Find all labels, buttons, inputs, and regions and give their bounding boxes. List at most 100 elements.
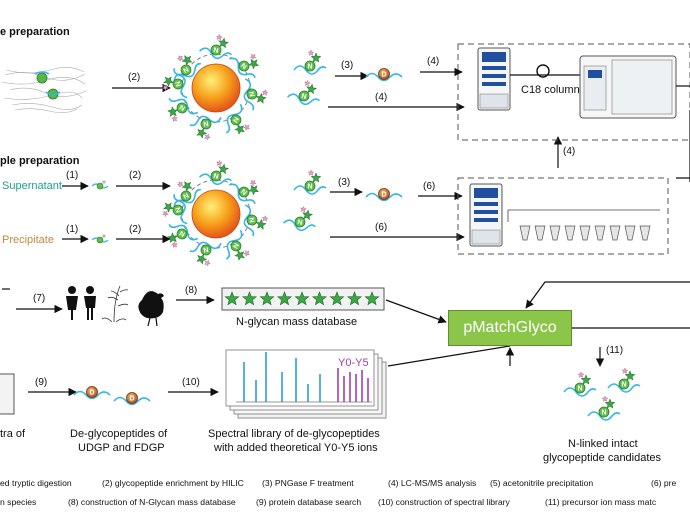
legend-row1-item3: (3) PNGase F treatment — [262, 478, 354, 488]
legend-row2-item2: (8) construction of N-Glycan mass databa… — [68, 497, 236, 507]
enrichment-bead-top-glycopeptide: N — [228, 53, 259, 79]
candidate-glycopeptide-1: N — [563, 371, 597, 397]
speclib-label-line1: Spectral library of de-glycopeptides — [208, 428, 380, 440]
enrichment-bead-mid-glycopeptide: N — [199, 159, 232, 186]
step-label-3-top: (3) — [341, 60, 354, 71]
deglycopeptide-top: D — [365, 68, 403, 82]
legend-row1-item6: (6) pre — [651, 478, 677, 488]
svg-text:N: N — [179, 103, 187, 112]
enrichment-bead-mid-glycopeptide: N — [243, 204, 269, 237]
step-label-4-up: (4) — [563, 146, 576, 157]
legend-row2-item1: n species — [0, 497, 37, 507]
enrichment-bead-top-glycopeptide: N — [243, 78, 269, 111]
step-label-2-top: (2) — [128, 72, 141, 83]
mid-section-heading: ple preparation — [0, 155, 80, 167]
svg-text:N: N — [213, 173, 219, 181]
legend-row1-item5: (5) acetonitrile precipitation — [490, 478, 594, 488]
glycopeptide-top-2: N — [287, 79, 320, 106]
svg-text:D: D — [381, 72, 386, 79]
fraction-tube-icon — [639, 225, 651, 241]
step-label-9: (9) — [35, 377, 48, 388]
enrichment-bead-mid-glycopeptide: N — [167, 223, 199, 248]
tissue-bead-2 — [45, 88, 61, 100]
glycopeptide-mid-1: N — [293, 169, 327, 195]
legend-row2-item3: (9) protein database search — [256, 497, 362, 507]
fraction-tube-icon — [624, 225, 636, 241]
arrow-ms-to-pmatch — [525, 281, 690, 309]
deglycopeptide-mid: D — [365, 188, 403, 202]
glycan-star-icon — [311, 291, 328, 306]
fraction-tube-icon — [594, 225, 606, 241]
fraction-tube-icon — [609, 225, 621, 241]
fraction-tubes — [507, 209, 660, 222]
step-label-8: (8) — [185, 285, 198, 296]
glycopeptide-top-1: N — [293, 49, 327, 75]
tissue-fibers — [1, 67, 87, 113]
legend-row2-item4: (10) construction of spectral library — [378, 497, 510, 507]
fraction-tube-icon — [579, 225, 591, 241]
glycan-star-icon — [294, 291, 310, 306]
c18-column-icon — [510, 64, 580, 78]
svg-text:N: N — [621, 382, 626, 389]
glycan-star-icon — [364, 291, 380, 306]
svg-text:N: N — [175, 80, 183, 87]
glycan-star-icon — [259, 291, 275, 306]
step-label-1-mid: (1) — [66, 170, 79, 181]
spectrum-peaks — [236, 352, 372, 403]
lc-instrument-mid — [469, 183, 503, 247]
legend-row1-item2: (2) glycopeptide enrichment by HILIC — [102, 478, 244, 488]
deglyco-label-line1: De-glycopeptides of — [70, 428, 168, 440]
svg-text:D: D — [381, 192, 386, 199]
enrichment-bead-mid-glycopeptide: N — [189, 241, 222, 267]
enrichment-bead-top-glycopeptide: N — [167, 97, 199, 122]
nlinked-label-line1: N-linked intact — [568, 438, 638, 450]
step-label-3-mid: (3) — [338, 177, 351, 188]
top-section-heading: e preparation — [0, 26, 70, 38]
deglycopeptide-fdgp: D — [113, 392, 151, 406]
svg-text:N: N — [183, 67, 191, 76]
glycan-star-icon — [276, 291, 293, 306]
svg-text:N: N — [247, 217, 255, 223]
svg-text:N: N — [577, 386, 582, 393]
svg-text:N: N — [183, 193, 191, 202]
y-ions-label: Y0-Y5 — [338, 357, 369, 369]
glycan-star-icon — [224, 291, 240, 306]
step-label-2-lower: (2) — [129, 224, 142, 235]
speclib-label-line2: with added theoretical Y0-Y5 ions — [214, 442, 378, 454]
legend-row2-item5: (11) precursor ion mass matc — [545, 497, 657, 507]
enrichment-bead-mid-glycopeptide: N — [162, 194, 188, 225]
svg-text:N: N — [307, 184, 312, 191]
svg-text:N: N — [179, 229, 187, 238]
step-label-10: (10) — [182, 377, 200, 388]
chicken-icon — [138, 291, 164, 327]
deglyco-label-line2: UDGP and FDGP — [78, 442, 165, 454]
spectra-label: tra of — [0, 428, 26, 440]
precipitate-label: Precipitate — [2, 234, 54, 246]
connector-right-down — [676, 110, 690, 182]
legend-row1-item4: (4) LC-MS/MS analysis — [388, 478, 477, 488]
svg-text:N: N — [175, 206, 183, 213]
enrichment-bead-top-glycopeptide: N — [173, 55, 201, 82]
svg-text:D: D — [89, 390, 94, 397]
step-label-1-lower: (1) — [66, 224, 79, 235]
fraction-tube-icon — [564, 225, 576, 241]
svg-text:N: N — [231, 116, 240, 124]
step-label-6-mid: (6) — [423, 181, 436, 192]
step-label-11: (11) — [606, 345, 624, 356]
arrow-db-to-pmatch — [385, 299, 447, 324]
lcms-box-mid — [457, 177, 669, 255]
plant-icon — [101, 285, 129, 323]
enrichment-bead-top-glycopeptide: N — [189, 115, 222, 141]
enrichment-bead-mid-glycopeptide: N — [228, 179, 259, 205]
svg-text:N: N — [203, 245, 209, 253]
spectrum-page-icon — [0, 373, 15, 415]
glycan-star-icon — [346, 291, 363, 306]
enrichment-bead-top-glycopeptide: N — [225, 103, 250, 135]
particle-cluster — [91, 233, 109, 244]
enrichment-bead-top-glycopeptide: N — [162, 68, 188, 99]
pmatchglyco-box: pMatchGlyco — [448, 310, 572, 346]
